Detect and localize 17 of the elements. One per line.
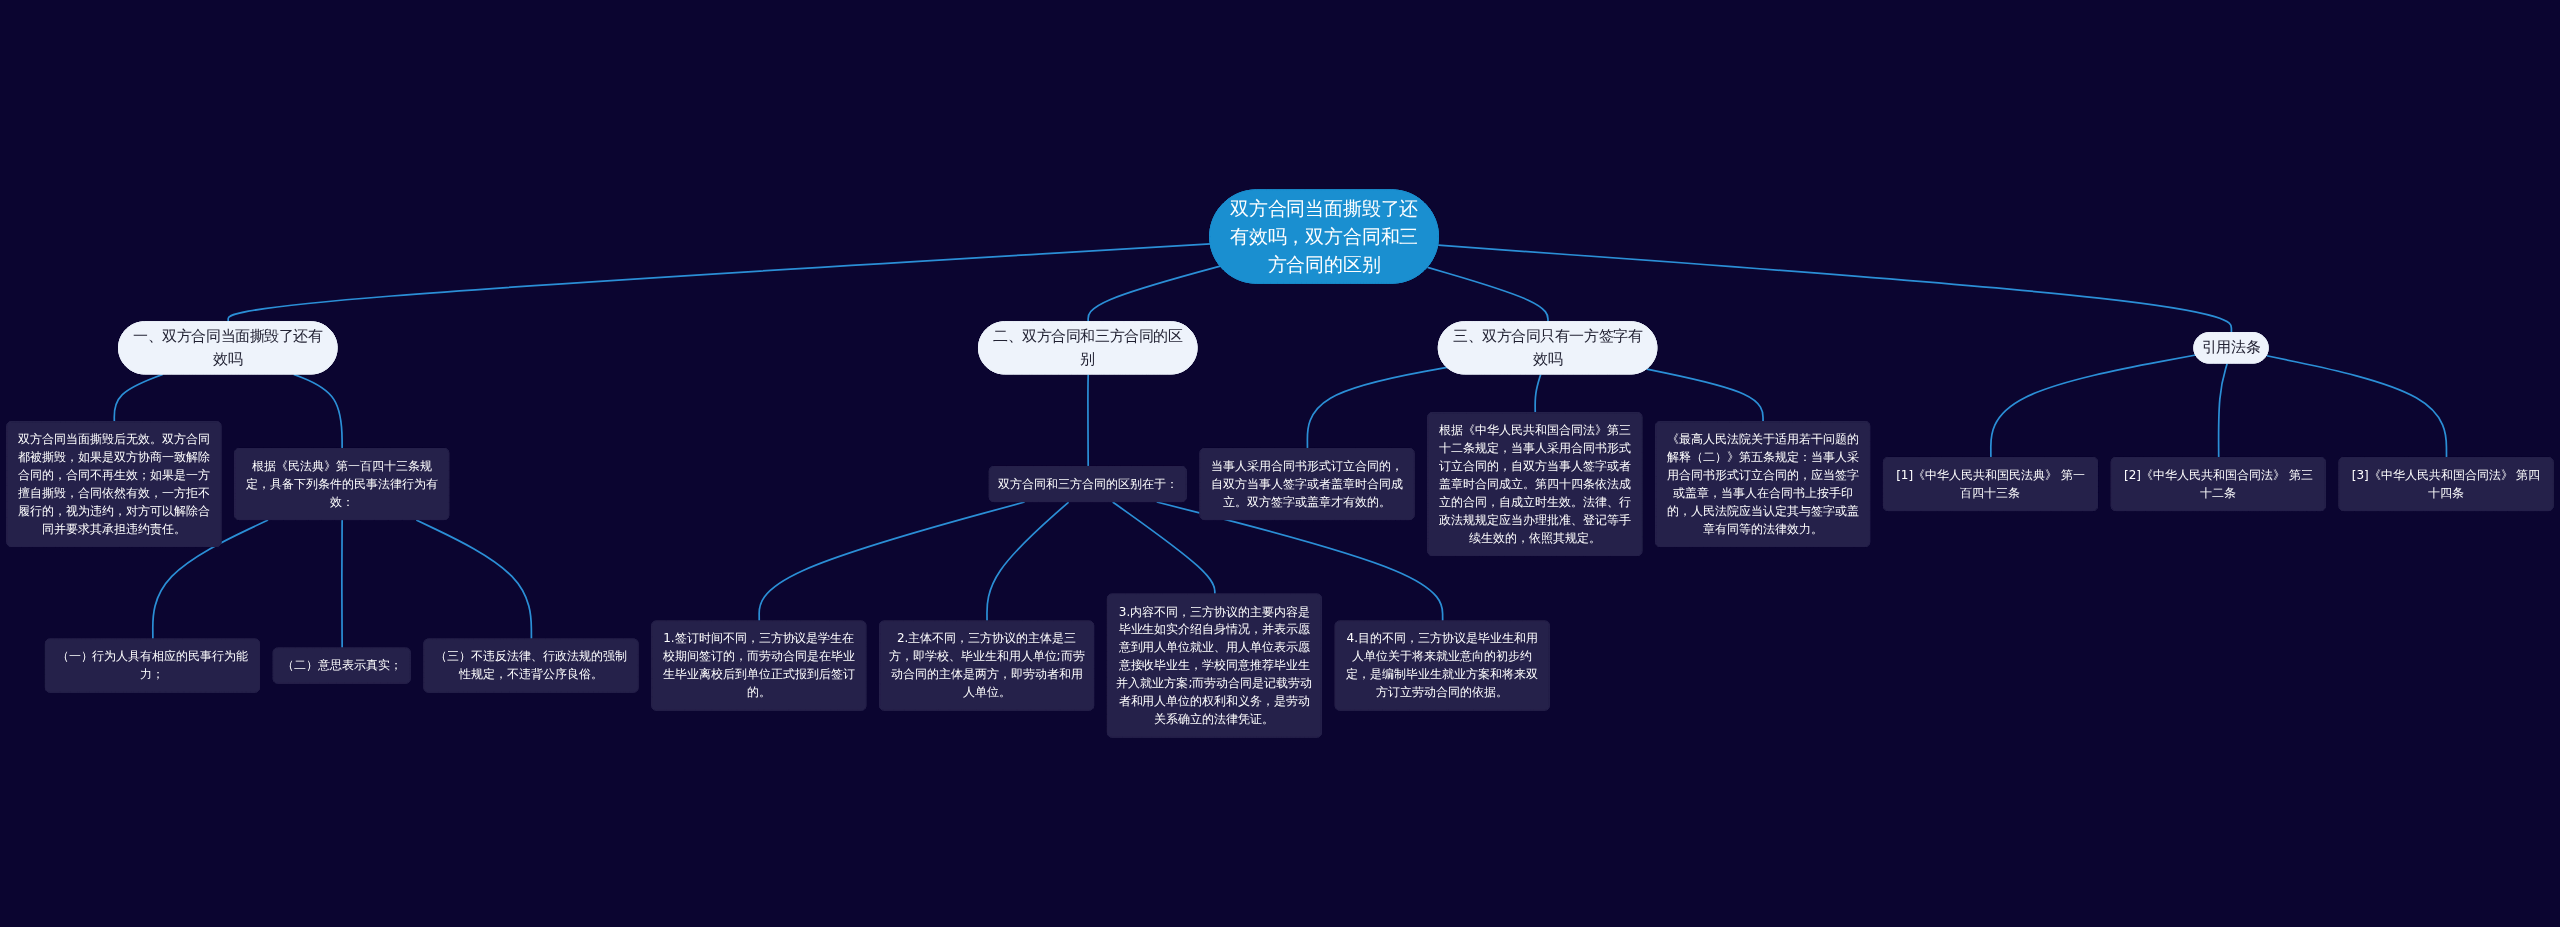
connector (1989, 354, 2197, 459)
connector (151, 519, 269, 641)
connector (1534, 373, 1542, 414)
connector (1437, 244, 2233, 334)
connector (341, 519, 343, 650)
connector (2217, 362, 2229, 459)
connector (292, 373, 343, 450)
connector (986, 501, 1070, 623)
connector (2265, 354, 2448, 459)
connector (758, 501, 1026, 623)
connector (1155, 501, 1444, 623)
connector (113, 373, 164, 423)
connector (415, 519, 533, 641)
connector (1306, 366, 1448, 450)
connector (1646, 368, 1764, 423)
connector (1111, 501, 1216, 596)
connector (1087, 373, 1090, 468)
